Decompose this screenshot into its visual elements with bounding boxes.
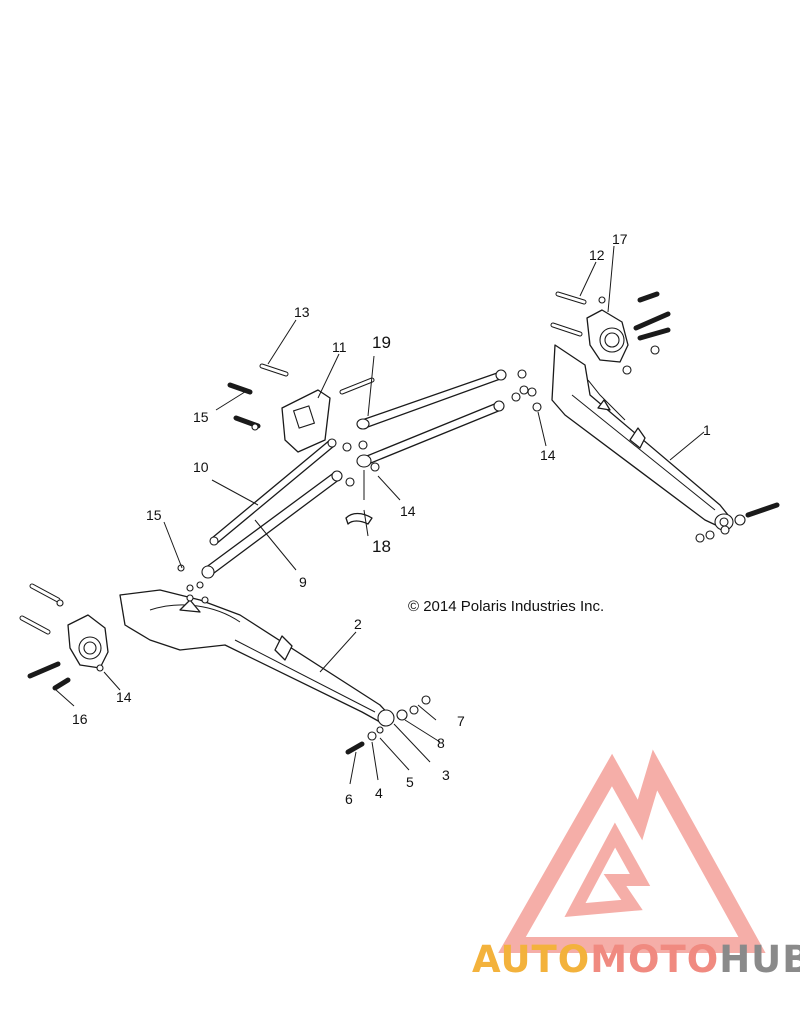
hardware [56, 296, 746, 741]
callout-4: 4 [375, 785, 383, 801]
callout-14-right: 14 [540, 447, 556, 463]
callout-18: 18 [372, 537, 391, 556]
bolts [19, 291, 780, 755]
knuckle-left [67, 614, 109, 669]
callout-7: 7 [457, 713, 465, 729]
trailing-arm-left [119, 589, 395, 727]
callout-16: 16 [72, 711, 88, 727]
bracket [281, 389, 331, 453]
callout-12: 12 [589, 247, 605, 263]
brand-part-moto: MOTO [590, 938, 720, 981]
copyright-text: © 2014 Polaris Industries Inc. [408, 598, 605, 615]
callout-10: 10 [193, 459, 209, 475]
callout-15-upper: 15 [193, 409, 209, 425]
callout-19: 19 [372, 333, 391, 352]
callout-5: 5 [406, 774, 414, 790]
callout-13: 13 [294, 304, 310, 320]
link-rods [201, 369, 507, 579]
callout-11: 11 [332, 339, 347, 355]
callout-14-left: 14 [116, 689, 132, 705]
callout-6: 6 [345, 791, 353, 807]
callout-17: 17 [612, 231, 628, 247]
callout-2: 2 [354, 616, 362, 632]
callout-14-center: 14 [400, 503, 416, 519]
leader-lines [55, 245, 705, 785]
brand-part-hub: HUB [719, 938, 800, 981]
callout-1: 1 [703, 422, 711, 438]
callout-3: 3 [442, 767, 450, 783]
callout-8: 8 [437, 735, 445, 751]
watermark-brand: AUTOMOTOHUB [472, 938, 800, 981]
brand-part-auto: AUTO [472, 938, 591, 981]
watermark-logo [498, 749, 766, 953]
callout-9: 9 [299, 574, 307, 590]
callout-15-lower: 15 [146, 507, 162, 523]
knuckle-right [586, 309, 629, 363]
